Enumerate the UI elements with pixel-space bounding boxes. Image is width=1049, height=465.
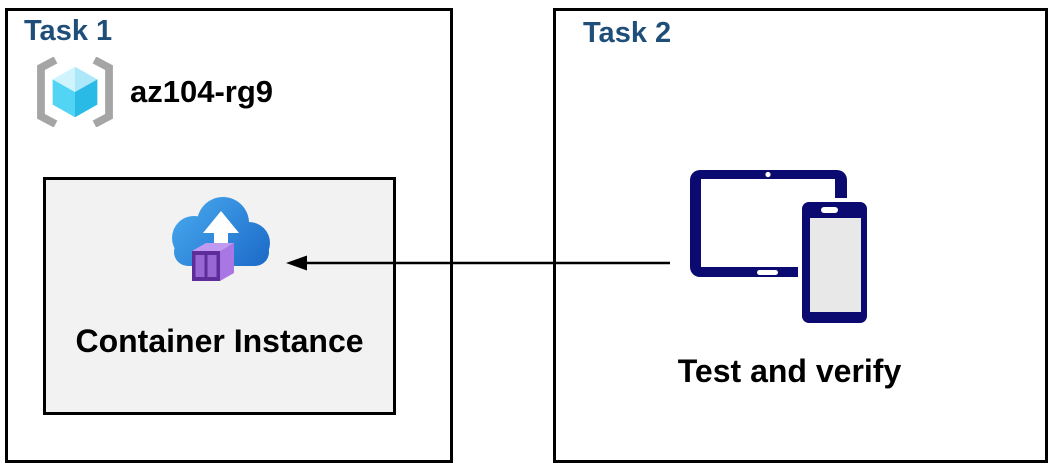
resource-group-name: az104-rg9: [130, 74, 274, 109]
container-instance-box: Container Instance: [43, 177, 396, 415]
devices-tablet-phone-icon: [690, 170, 871, 327]
task1-title: Task 1: [24, 15, 113, 47]
container-box-shape: [191, 243, 234, 281]
resource-group-row: az104-rg9: [31, 57, 273, 127]
upload-arrow-shape: [202, 211, 239, 259]
resource-group-icon: [37, 57, 113, 127]
task1-box: Task 1 az104-rg9: [5, 8, 453, 463]
test-verify-label: Test and verify: [677, 353, 902, 389]
task2-title: Task 2: [583, 17, 672, 49]
phone-shape: [798, 198, 871, 327]
task2-box: Task 2 Test and verify: [553, 8, 1048, 463]
container-instance-icon: [171, 197, 270, 281]
container-instance-label: Container Instance: [75, 323, 364, 359]
